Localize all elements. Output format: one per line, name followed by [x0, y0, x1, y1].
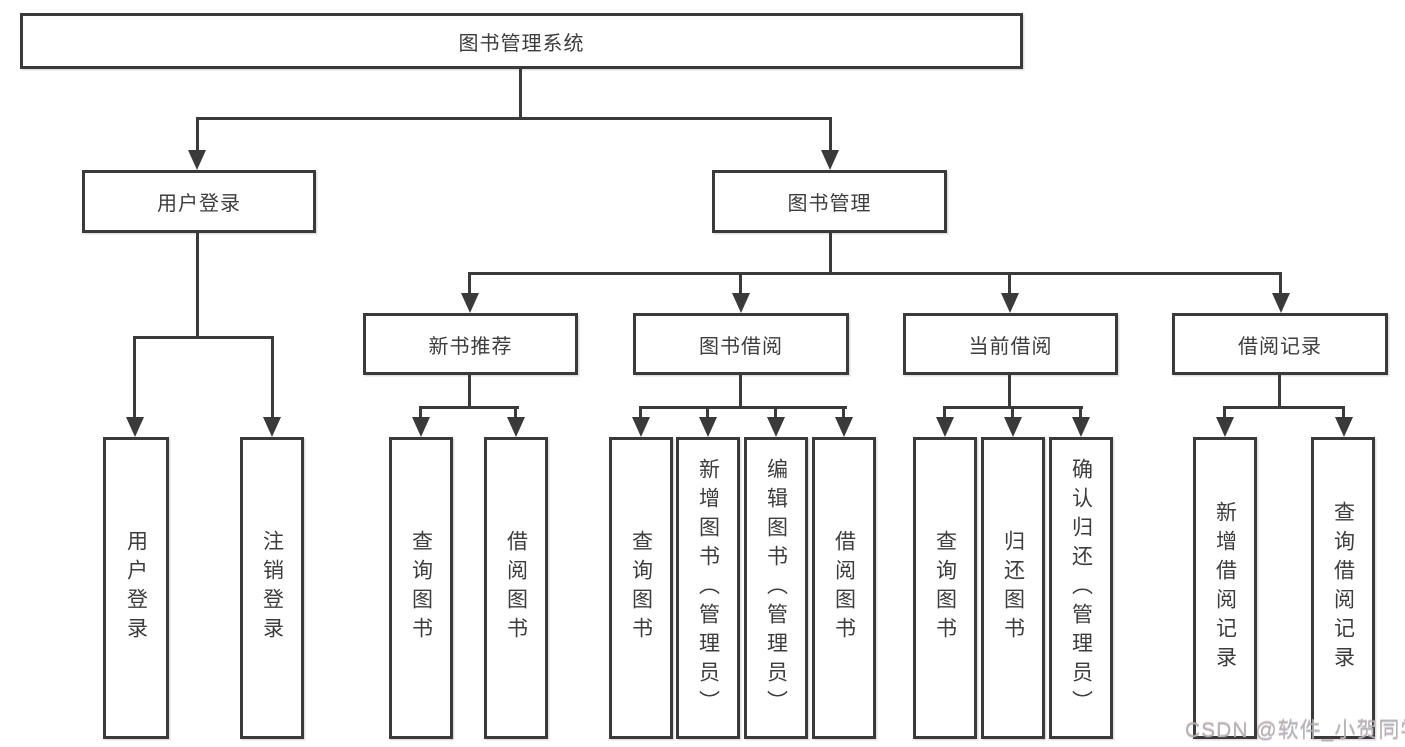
connector-line — [639, 406, 847, 409]
connector-line — [271, 336, 274, 422]
csdn-watermark: CSDN @软件_小贺同学 — [1185, 719, 1405, 742]
leaf-return-books: 归还图书 — [981, 437, 1045, 739]
connector-line — [196, 117, 199, 157]
connector-line — [468, 272, 1282, 275]
arrow-down-icon — [699, 417, 717, 437]
connector-line — [1278, 372, 1281, 409]
arrow-down-icon — [1216, 417, 1234, 437]
arrow-down-icon — [835, 417, 853, 437]
connector-line — [1079, 406, 1082, 422]
leaf-logout: 注销登录 — [240, 437, 304, 739]
arrow-down-icon — [1001, 293, 1019, 313]
leaf-query-borrow-record: 查询借阅记录 — [1311, 437, 1375, 739]
connector-line — [519, 66, 522, 120]
node-book-management: 图书管理 — [712, 170, 947, 233]
leaf-borrow-books-recommend-label: 借阅图书 — [504, 530, 528, 646]
node-root: 图书管理系统 — [20, 13, 1023, 69]
connector-line — [419, 406, 422, 422]
leaf-borrow-books: 借阅图书 — [812, 437, 876, 739]
connector-line — [196, 230, 199, 339]
connector-line — [739, 372, 742, 409]
connector-line — [468, 272, 471, 296]
leaf-query-books-borrowing-label: 查询图书 — [629, 530, 653, 646]
leaf-user-login: 用户登录 — [103, 437, 169, 739]
arrow-down-icon — [461, 293, 479, 313]
leaf-user-login-label: 用户登录 — [124, 530, 148, 646]
node-current-borrowing: 当前借阅 — [903, 313, 1118, 375]
leaf-return-books-label: 归还图书 — [1001, 530, 1025, 646]
connector-line — [739, 272, 742, 296]
node-borrowing-records: 借阅记录 — [1172, 313, 1388, 375]
leaf-add-borrow-record: 新增借阅记录 — [1193, 437, 1257, 739]
node-book-borrowing-label: 图书借阅 — [699, 335, 783, 358]
node-new-book-recommend-label: 新书推荐 — [428, 335, 513, 358]
connector-line — [829, 117, 832, 157]
leaf-add-borrow-record-label: 新增借阅记录 — [1213, 501, 1237, 675]
connector-line — [468, 372, 471, 409]
connector-line — [514, 406, 517, 422]
arrow-down-icon — [821, 150, 839, 170]
node-user-login: 用户登录 — [82, 170, 316, 233]
node-root-label: 图书管理系统 — [458, 32, 585, 55]
arrow-down-icon — [188, 150, 206, 170]
connector-line — [829, 230, 832, 275]
connector-line — [1008, 372, 1011, 409]
leaf-edit-books-admin-label: 编辑图书（管理员） — [764, 457, 788, 719]
arrow-down-icon — [632, 417, 650, 437]
arrow-down-icon — [126, 417, 144, 437]
connector-line — [774, 406, 777, 422]
arrow-down-icon — [1272, 293, 1290, 313]
leaf-query-borrow-record-label: 查询借阅记录 — [1331, 501, 1355, 675]
connector-line — [196, 117, 832, 120]
arrow-down-icon — [732, 293, 750, 313]
connector-line — [1223, 406, 1345, 409]
connector-line — [1008, 272, 1011, 296]
arrow-down-icon — [767, 417, 785, 437]
leaf-query-books-recommend-label: 查询图书 — [409, 530, 433, 646]
connector-line — [133, 336, 274, 339]
connector-line — [1279, 272, 1282, 296]
leaf-borrow-books-label: 借阅图书 — [832, 530, 856, 646]
connector-line — [133, 336, 136, 422]
connector-line — [1342, 406, 1345, 422]
leaf-query-books-borrowing: 查询图书 — [609, 437, 673, 739]
connector-line — [842, 406, 845, 422]
leaf-logout-label: 注销登录 — [260, 530, 284, 646]
connector-line — [419, 406, 519, 409]
leaf-query-books-recommend: 查询图书 — [389, 437, 453, 739]
arrow-down-icon — [507, 417, 525, 437]
leaf-borrow-books-recommend: 借阅图书 — [484, 437, 548, 739]
leaf-confirm-return-admin-label: 确认归还（管理员） — [1069, 457, 1093, 719]
leaf-add-books-admin: 新增图书（管理员） — [676, 437, 740, 739]
leaf-add-books-admin-label: 新增图书（管理员） — [696, 457, 720, 719]
arrow-down-icon — [936, 417, 954, 437]
arrow-down-icon — [1004, 417, 1022, 437]
arrow-down-icon — [263, 417, 281, 437]
arrow-down-icon — [1072, 417, 1090, 437]
node-new-book-recommend: 新书推荐 — [363, 313, 578, 375]
arrow-down-icon — [1335, 417, 1353, 437]
arrow-down-icon — [412, 417, 430, 437]
leaf-edit-books-admin: 编辑图书（管理员） — [744, 437, 808, 739]
leaf-query-books-current: 查询图书 — [913, 437, 977, 739]
connector-line — [1011, 406, 1014, 422]
node-book-borrowing: 图书借阅 — [633, 313, 849, 375]
leaf-confirm-return-admin: 确认归还（管理员） — [1049, 437, 1113, 739]
connector-line — [639, 406, 642, 422]
leaf-query-books-current-label: 查询图书 — [933, 530, 957, 646]
node-user-login-label: 用户登录 — [157, 193, 241, 215]
node-book-management-label: 图书管理 — [787, 193, 872, 215]
node-current-borrowing-label: 当前借阅 — [968, 335, 1053, 358]
node-borrowing-records-label: 借阅记录 — [1238, 335, 1322, 358]
connector-line — [1223, 406, 1226, 422]
connector-line — [706, 406, 709, 422]
connector-line — [943, 406, 946, 422]
